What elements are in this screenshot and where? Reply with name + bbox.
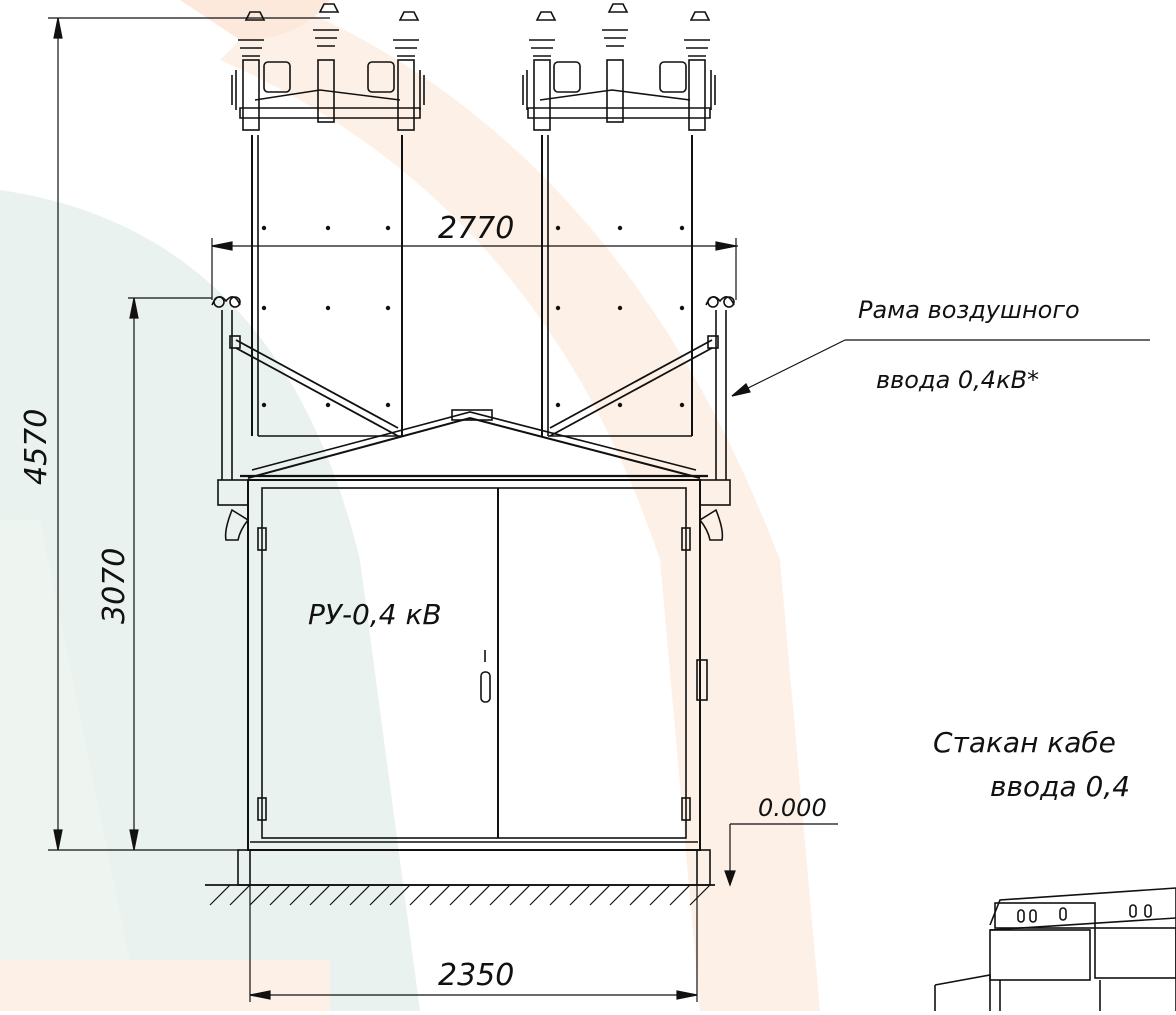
cable-entry-label-line2: ввода 0,4 <box>990 770 1130 803</box>
dimension-2770 <box>211 238 738 300</box>
insulator-assembly-right <box>522 3 716 131</box>
air-entry-frame-left <box>211 296 399 541</box>
air-entry-frame-right <box>549 296 735 541</box>
panel-bolts <box>261 225 685 408</box>
dim-label-total-height: 4570 <box>19 409 54 485</box>
switchgear-cabinet <box>240 474 708 851</box>
upper-panel-left <box>251 135 403 437</box>
dim-label-frame-width: 2770 <box>438 211 514 246</box>
dimension-4570 <box>48 17 330 851</box>
upper-panel-right <box>541 135 693 437</box>
dim-label-base-width: 2350 <box>438 958 514 993</box>
cable-entry-box <box>934 887 1176 1011</box>
insulator-assembly-left <box>231 3 425 131</box>
zero-level-label: 0.000 <box>758 794 827 822</box>
cabinet-roof <box>247 409 701 479</box>
air-entry-label-line2: ввода 0,4кВ* <box>876 366 1039 394</box>
leader-air-entry <box>731 339 1150 397</box>
dimension-2350 <box>249 885 698 1002</box>
dim-label-frame-height: 3070 <box>97 548 132 624</box>
cable-entry-label-line1: Стакан кабе <box>933 726 1116 759</box>
dimension-3070 <box>128 297 212 851</box>
switchgear-label: РУ-0,4 кВ <box>308 598 442 631</box>
air-entry-label-line1: Рама воздушного <box>858 296 1080 324</box>
level-mark <box>724 823 838 887</box>
